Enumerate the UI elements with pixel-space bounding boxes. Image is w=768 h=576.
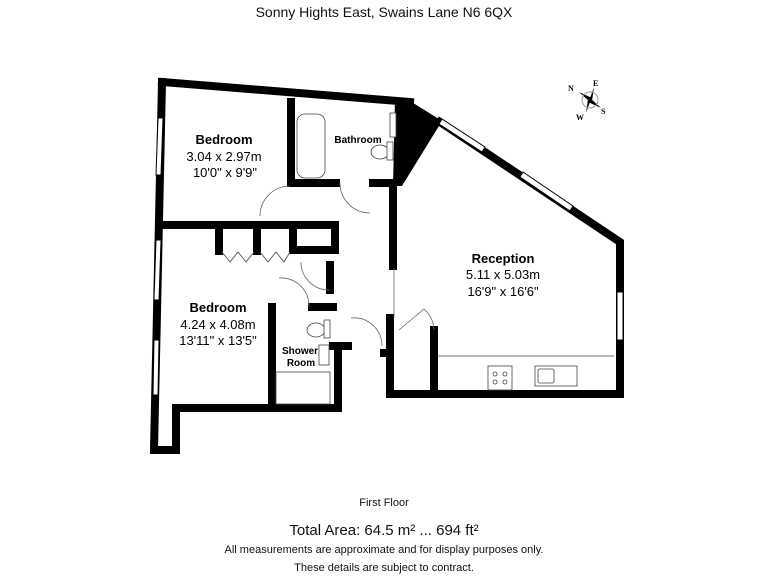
hall-wall bbox=[268, 261, 334, 408]
door-swing bbox=[259, 185, 291, 217]
door-swing bbox=[339, 182, 371, 214]
total-area: Total Area: 64.5 m² ... 694 ft² bbox=[289, 522, 479, 539]
windows bbox=[152, 117, 624, 396]
bathroom-toilet bbox=[370, 144, 390, 160]
window bbox=[519, 171, 574, 212]
disclaimer-contract: These details are subject to contract. bbox=[294, 562, 474, 574]
shower-name-line1: Shower bbox=[282, 346, 318, 357]
window bbox=[155, 117, 164, 176]
bathroom-toilet-cistern bbox=[386, 141, 394, 161]
reception-name: Reception bbox=[472, 251, 535, 266]
hob-burner bbox=[492, 379, 498, 385]
door-swing bbox=[278, 277, 310, 308]
compass-icon: N E S W bbox=[568, 79, 606, 122]
hob-burner bbox=[492, 371, 498, 377]
bedroom2-name: Bedroom bbox=[189, 300, 246, 315]
compass-n: N bbox=[568, 84, 574, 93]
bedroom2-metric: 4.24 x 4.08m bbox=[180, 317, 255, 332]
shower-toilet-cistern bbox=[323, 319, 331, 339]
walls bbox=[149, 77, 624, 454]
bathtub bbox=[296, 113, 326, 179]
top-wall bbox=[157, 77, 415, 107]
reception-metric: 5.11 x 5.03m bbox=[466, 267, 540, 282]
reception-imperial: 16'9" x 16'6" bbox=[467, 284, 539, 299]
bedroom2-imperial: 13'11" x 13'5" bbox=[179, 333, 257, 348]
disclaimer-measurements: All measurements are approximate and for… bbox=[224, 544, 544, 556]
hob-burner bbox=[502, 379, 508, 385]
property-title: Sonny Hights East, Swains Lane N6 6QX bbox=[255, 4, 513, 20]
compass-needle bbox=[589, 87, 594, 101]
shower-name-line2: Room bbox=[287, 358, 315, 369]
compass-w: W bbox=[576, 113, 584, 122]
window bbox=[616, 291, 624, 341]
window bbox=[438, 118, 486, 153]
room-labels: Bedroom 3.04 x 2.97m 10'0" x 9'9" Bedroo… bbox=[179, 132, 540, 369]
bedroom1-name: Bedroom bbox=[195, 132, 252, 147]
door-swing bbox=[300, 261, 331, 291]
bathroom-sink bbox=[389, 112, 397, 138]
floor-label: First Floor bbox=[359, 497, 409, 509]
shower-sink bbox=[318, 344, 330, 366]
window bbox=[153, 239, 162, 301]
bathroom-name: Bathroom bbox=[334, 135, 381, 146]
compass-e: E bbox=[593, 79, 598, 88]
doors bbox=[259, 182, 435, 347]
shower-wall bbox=[308, 303, 394, 357]
door-swing bbox=[350, 317, 383, 347]
bedroom1-imperial: 10'0" x 9'9" bbox=[193, 165, 257, 180]
shower-toilet bbox=[306, 322, 326, 338]
compass-s: S bbox=[601, 107, 606, 116]
compass-needle bbox=[586, 99, 591, 113]
wardrobe-doors bbox=[221, 251, 291, 263]
bedroom-divide-wall bbox=[156, 221, 339, 254]
kitchen-sink-bowl bbox=[537, 368, 555, 384]
compass-ring bbox=[581, 91, 599, 109]
bedroom1-metric: 3.04 x 2.97m bbox=[186, 149, 261, 164]
bathroom-left-wall bbox=[287, 98, 340, 187]
hob bbox=[487, 365, 513, 391]
window bbox=[152, 339, 160, 396]
hob-burner bbox=[502, 371, 508, 377]
fixtures bbox=[221, 112, 614, 405]
shower-tray bbox=[275, 371, 331, 405]
wall-wedge bbox=[393, 99, 442, 186]
door-swing bbox=[398, 308, 435, 331]
closet-wall bbox=[215, 221, 261, 255]
